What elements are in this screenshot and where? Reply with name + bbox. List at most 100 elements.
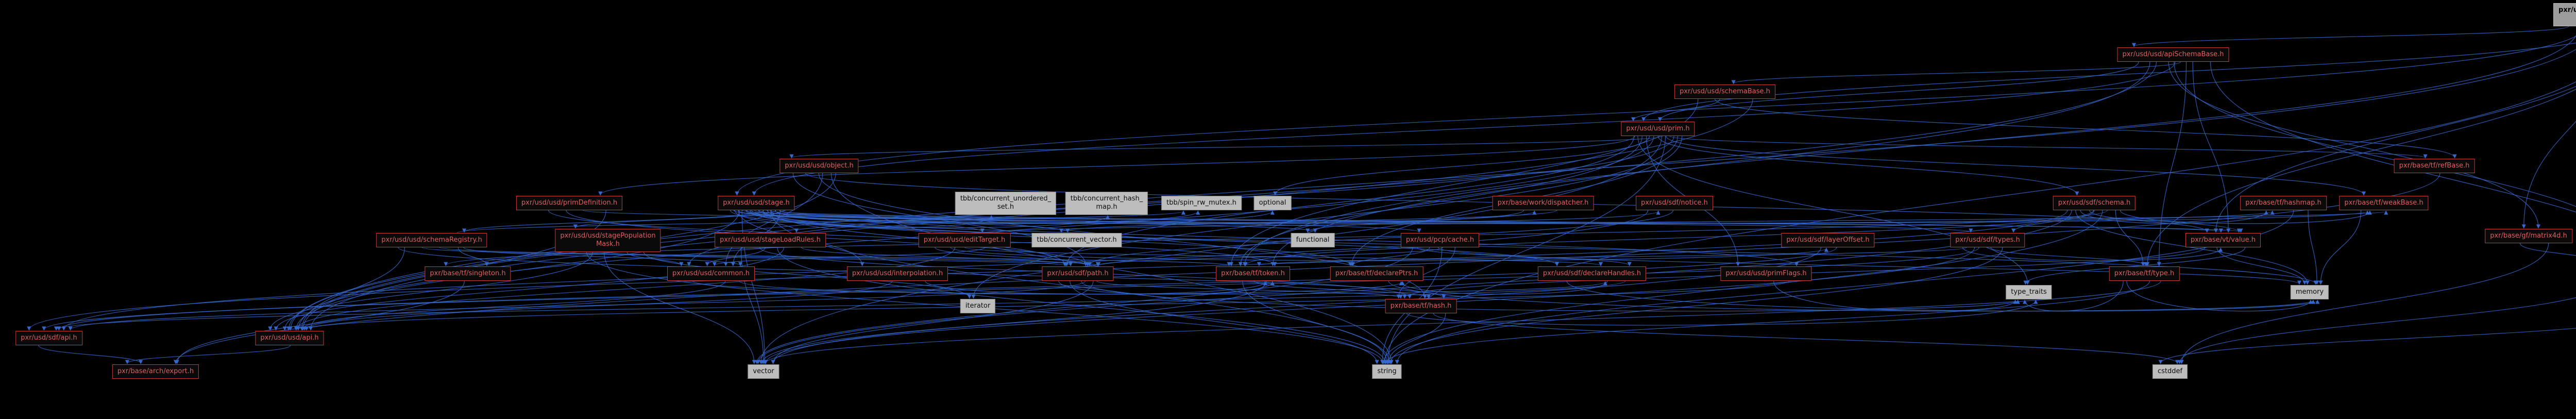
- graph-node-tf_type[interactable]: pxr/base/tf/type.h: [2109, 266, 2180, 281]
- graph-edges: [27, 26, 2576, 364]
- graph-edge-root-to-tf_token: [1242, 35, 2576, 266]
- graph-node-stage_load_rules[interactable]: pxr/usd/usd/stageLoadRules.h: [715, 233, 826, 248]
- graph-edge-schema_registry-to-tf_token: [439, 247, 1231, 266]
- graph-node-interpolation[interactable]: pxr/usd/usd/interpolation.h: [846, 266, 948, 281]
- graph-edge-usd_api-to-arch_export: [125, 345, 291, 364]
- graph-edge-interpolation-to-usd_api: [302, 280, 893, 331]
- graph-edge-edit_target-to-sdf_path: [935, 247, 1090, 266]
- graph-edge-api_schema-to-tf_token: [1270, 61, 2150, 266]
- graph-edge-stage_load_rules-to-vector: [741, 247, 766, 364]
- graph-edge-stage-to-stage_load_rules: [734, 210, 799, 233]
- graph-node-prim[interactable]: pxr/usd/usd/prim.h: [1621, 122, 1695, 137]
- graph-edge-prim_def-to-sdf_path: [566, 210, 1090, 266]
- graph-node-stage_pop_mask[interactable]: pxr/usd/usd/stagePopulation Mask.h: [555, 229, 661, 252]
- graph-node-ref_base[interactable]: pxr/base/tf/refBase.h: [2394, 159, 2475, 174]
- graph-edge-tf_token-to-string: [1242, 280, 1389, 364]
- graph-edge-api_schema-to-gf_matrix4d: [2168, 61, 2541, 229]
- graph-edge-stage-to-memory: [745, 210, 2318, 285]
- graph-node-root[interactable]: pxr/usd/usdGeom/model API.h: [2553, 3, 2576, 26]
- graph-edge-api_schema-to-stage: [752, 61, 2176, 196]
- graph-node-tf_declare_ptrs[interactable]: pxr/base/tf/declarePtrs.h: [1330, 266, 1423, 281]
- graph-node-gf_matrix4d[interactable]: pxr/base/gf/matrix4d.h: [2485, 229, 2572, 244]
- graph-edge-api_schema-to-prim: [1658, 61, 2139, 122]
- graph-edge-schema_base-to-ref_base: [1715, 98, 2457, 159]
- graph-edge-sdf_schema-to-tf_singleton: [444, 210, 2108, 266]
- graph-node-functional: functional: [1291, 233, 1335, 248]
- graph-edge-edit_target-to-sdf_layer_offset: [950, 247, 1828, 261]
- graph-node-schema_base[interactable]: pxr/usd/usd/schemaBase.h: [1674, 85, 1775, 99]
- graph-edge-stage_load_rules-to-sdf_path: [801, 247, 1073, 266]
- graph-edge-stage-to-functional: [733, 210, 1317, 233]
- graph-node-api_schema[interactable]: pxr/usd/usd/apiSchemaBase.h: [2117, 47, 2229, 62]
- graph-node-sdf_types[interactable]: pxr/usd/sdf/types.h: [1950, 233, 2025, 248]
- graph-node-pcp_cache[interactable]: pxr/usd/pcp/cache.h: [1400, 233, 1480, 248]
- graph-node-stage[interactable]: pxr/usd/usd/stage.h: [718, 196, 795, 211]
- graph-edge-prim_flags-to-usd_api: [304, 280, 1789, 331]
- graph-edge-prim-to-string: [1385, 136, 1666, 364]
- graph-edge-prim-to-prim_def: [598, 136, 1635, 196]
- graph-node-sdf_schema[interactable]: pxr/usd/sdf/schema.h: [2053, 196, 2136, 211]
- graph-edge-tf_hash-to-cstddef: [1433, 313, 2180, 364]
- graph-edge-api_schema-to-vt_value: [2192, 61, 2231, 233]
- graph-edge-ref_base-to-arch_export: [174, 173, 2441, 364]
- graph-edge-tf_type-to-memory: [2126, 280, 2313, 312]
- graph-edge-gf_vec3f-to-cstddef: [2158, 328, 2576, 364]
- graph-node-sdf_declare_handles[interactable]: pxr/usd/sdf/declareHandles.h: [1537, 266, 1647, 281]
- graph-edge-prim-to-ref_base: [1669, 136, 2428, 159]
- graph-edge-stage_pop_mask-to-usd_api: [268, 252, 593, 331]
- graph-edge-sdf_schema-to-tf_type: [2115, 210, 2145, 266]
- graph-node-prim_flags[interactable]: pxr/usd/usd/primFlags.h: [1720, 266, 1812, 281]
- graph-edge-vt_value-to-type_traits: [2023, 247, 2246, 285]
- graph-node-object[interactable]: pxr/usd/usd/object.h: [779, 159, 859, 174]
- graph-edge-sdf_types-to-tf_token: [1257, 247, 1967, 266]
- graph-edge-api_schema-to-gf_vec3f: [2210, 61, 2576, 213]
- graph-node-sdf_layer_offset[interactable]: pxr/usd/sdf/layerOffset.h: [1781, 233, 1875, 248]
- graph-edge-sdf_schema-to-vt_value: [2089, 210, 2209, 233]
- graph-node-tf_singleton[interactable]: pxr/base/tf/singleton.h: [425, 266, 511, 281]
- graph-edge-root-to-api_schema: [2132, 26, 2569, 47]
- graph-edge-prim-to-optional: [1273, 136, 1650, 196]
- graph-edge-stage-to-tbb_cus: [762, 210, 994, 228]
- graph-edge-api_schema-to-schema_base: [1731, 61, 2181, 85]
- graph-node-iterator: iterator: [960, 299, 996, 314]
- graph-node-sdf_api[interactable]: pxr/usd/sdf/api.h: [15, 331, 82, 346]
- graph-edge-pcp_cache-to-sdf_declare_handles: [1417, 247, 1632, 266]
- graph-node-sdf_notice[interactable]: pxr/usd/sdf/notice.h: [1636, 196, 1713, 211]
- graph-node-dispatcher[interactable]: pxr/base/work/dispatcher.h: [1492, 196, 1594, 211]
- graph-edge-edit_target-to-usd_api: [294, 247, 956, 331]
- graph-edge-tf_type-to-type_traits: [2022, 280, 2124, 312]
- graph-edge-sdf_notice-to-sdf_path: [1087, 210, 1674, 266]
- graph-edge-api_schema-to-tf_type: [2157, 61, 2187, 266]
- graph-node-arch_export[interactable]: pxr/base/arch/export.h: [112, 364, 199, 379]
- graph-node-sdf_path[interactable]: pxr/usd/sdf/path.h: [1042, 266, 1114, 281]
- graph-edge-common-to-sdf_declare_handles: [692, 280, 1607, 295]
- graph-edge-stage_pop_mask-to-sdf_path: [609, 252, 1067, 266]
- graph-node-usd_api[interactable]: pxr/usd/usd/api.h: [255, 331, 324, 346]
- graph-node-prim_def[interactable]: pxr/usd/usd/primDefinition.h: [516, 196, 623, 211]
- graph-node-edit_target[interactable]: pxr/usd/usd/editTarget.h: [918, 233, 1011, 248]
- graph-edge-gf_matrix4d-to-gf_vec3d: [2519, 243, 2576, 256]
- graph-edge-pcp_cache-to-memory: [1437, 247, 2301, 285]
- graph-edge-prim-to-tf_weakbase: [1666, 136, 2366, 196]
- graph-edge-dispatcher-to-functional: [1306, 210, 1524, 233]
- graph-edge-schema_base-to-prim: [1631, 98, 1720, 122]
- graph-node-tf_hash[interactable]: pxr/base/tf/hash.h: [1385, 299, 1457, 314]
- graph-node-common[interactable]: pxr/usd/usd/common.h: [667, 266, 755, 281]
- graph-node-schema_registry[interactable]: pxr/usd/usd/schemaRegistry.h: [376, 233, 487, 248]
- graph-edge-stage-to-usd_api: [294, 210, 740, 331]
- graph-edge-root-to-prim: [1641, 42, 2576, 122]
- graph-node-tf_hashmap[interactable]: pxr/base/tf/hashmap.h: [2240, 196, 2327, 211]
- graph-edge-edit_target-to-common: [712, 247, 986, 266]
- graph-edge-stage_load_rules-to-usd_api: [274, 247, 785, 331]
- graph-edge-sdf_declare_handles-to-memory: [1566, 280, 2320, 312]
- graph-edge-pcp_cache-to-tf_hash: [1396, 247, 1455, 299]
- graph-edge-sdf_api-to-arch_export: [38, 345, 143, 364]
- graph-node-tf_token[interactable]: pxr/base/tf/token.h: [1216, 266, 1290, 281]
- graph-node-tf_weakbase[interactable]: pxr/base/tf/weakBase.h: [2339, 196, 2429, 211]
- graph-node-vt_value[interactable]: pxr/base/vt/value.h: [2185, 233, 2261, 248]
- graph-edge-object-to-usd_api: [288, 173, 836, 331]
- graph-edge-sdf_path-to-string: [1070, 280, 1379, 364]
- graph-edge-tf_singleton-to-arch_export: [175, 280, 465, 364]
- graph-edge-stage-to-optional: [758, 210, 1275, 224]
- graph-edge-prim-to-object: [789, 136, 1663, 159]
